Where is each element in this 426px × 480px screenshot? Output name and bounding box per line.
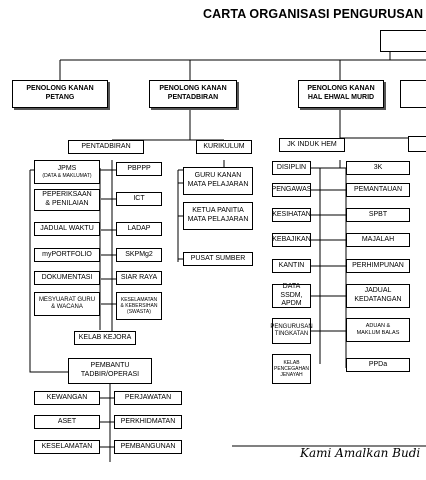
unit-jk-induk-hem-label: JK INDUK HEM — [287, 140, 337, 148]
pembantu-perkhidmatan-label: PERKHIDMATAN — [120, 417, 176, 425]
hem-spbt-label: SPBT — [368, 210, 388, 218]
item-pusat-sumber-label: PUSAT SUMBER — [190, 254, 246, 262]
top-right-partial — [400, 80, 426, 108]
item-jadual-waktu-label: JADUAL WAKTU — [40, 224, 94, 232]
hem-jadual-kedatangan: JADUAL KEDATANGAN — [346, 284, 410, 308]
item-dokumentasi-label: DOKUMENTASI — [41, 273, 93, 281]
hem-kantin: KANTIN — [272, 259, 311, 273]
hem-kantin-label: KANTIN — [278, 261, 305, 269]
item-siar-raya: SIAR RAYA — [116, 271, 162, 285]
hem-3k: 3K — [346, 161, 410, 175]
unit-kurikulum: KURIKULUM — [196, 140, 252, 154]
pembantu-pembangunan-label: PEMBANGUNAN — [120, 442, 176, 450]
item-skpmg2-label: SKPMg2 — [125, 250, 153, 258]
item-myportfolio: myPORTFOLIO — [34, 248, 100, 262]
hem-aduan-label: ADUAN & MAKLUM BALAS — [356, 323, 400, 336]
pembantu-aset-label: ASET — [57, 417, 77, 425]
head-hem: PENOLONG KANAN HAL EHWAL MURID — [298, 80, 384, 108]
item-pbppp-label: PBPPP — [127, 164, 151, 172]
hem-pengurusan-tingkatan-label: PENGURUSAN TINGKATAN — [270, 323, 313, 338]
hem-kebajikan-label: KEBAJIKAN — [272, 235, 311, 243]
head-petang-label: PENOLONG KANAN PETANG — [26, 85, 94, 101]
signature-text: Kami Amalkan Budi — [300, 446, 421, 460]
hem-ppda-label: PPDa — [368, 360, 388, 368]
item-dokumentasi: DOKUMENTASI — [34, 271, 100, 285]
hem-data-ssdm-label: DATA SSDM, APDM — [280, 282, 303, 308]
unit-jk-induk-hem: JK INDUK HEM — [279, 138, 345, 152]
hem-kesihatan: KESIHATAN — [272, 208, 311, 222]
hem-pengurusan-tingkatan: PENGURUSAN TINGKATAN — [270, 318, 313, 344]
hem-kelab-pencegahan-label: KELAB PENCEGAHAN JENAYAH — [274, 359, 310, 379]
hem-pemantauan: PEMANTAUAN — [346, 183, 410, 197]
item-ict: ICT — [116, 192, 162, 206]
item-guru-kanan: GURU KANAN MATA PELAJARAN — [183, 167, 253, 195]
item-jpms-sub: (DATA & MAKLUMAT) — [42, 173, 92, 180]
pembantu-kewangan: KEWANGAN — [34, 391, 100, 405]
item-keselamatan-swasta: KESELAMATAN & KEBERSIHAN (SWASTA) — [116, 292, 162, 320]
item-ladap-label: LADAP — [127, 224, 151, 232]
pembantu-perjawatan: PERJAWATAN — [114, 391, 182, 405]
hem-disiplin-label: DISIPLIN — [276, 163, 307, 171]
hem-ppda: PPDa — [346, 358, 410, 372]
item-jpms-label: JPMS — [57, 164, 77, 172]
pembantu-aset: ASET — [34, 415, 100, 429]
hem-3k-label: 3K — [373, 163, 383, 171]
pembantu-perkhidmatan: PERKHIDMATAN — [114, 415, 182, 429]
head-pentadbiran-label: PENOLONG KANAN PENTADBIRAN — [159, 85, 227, 101]
hem-disiplin: DISIPLIN — [272, 161, 311, 175]
item-mesyuarat: MESYUARAT GURU & WACANA — [34, 292, 100, 316]
hem-aduan: ADUAN & MAKLUM BALAS — [346, 318, 410, 342]
hem-pengawas-label: PENGAWAS — [271, 185, 312, 193]
head-petang: PENOLONG KANAN PETANG — [12, 80, 108, 108]
item-jpms: JPMS (DATA & MAKLUMAT) — [34, 160, 100, 184]
item-keselamatan-swasta-label: KESELAMATAN & KEBERSIHAN (SWASTA) — [120, 296, 158, 316]
item-kelab-kejora-label: KELAB KEJORA — [78, 333, 132, 341]
chart-title: CARTA ORGANISASI PENGURUSAN DA — [203, 7, 426, 21]
hem-perhimpunan-label: PERHIMPUNAN — [352, 261, 404, 269]
pembantu-kewangan-label: KEWANGAN — [46, 393, 88, 401]
head-hem-label: PENOLONG KANAN HAL EHWAL MURID — [307, 85, 375, 101]
hem-perhimpunan: PERHIMPUNAN — [346, 259, 410, 273]
pembantu-title-label: PEMBANTU TADBIR/OPERASI — [80, 362, 140, 378]
item-ketua-panitia-label: KETUA PANITIA MATA PELAJARAN — [187, 207, 249, 223]
item-pbppp: PBPPP — [116, 162, 162, 176]
top-box: P — [380, 30, 426, 52]
pembantu-perjawatan-label: PERJAWATAN — [124, 393, 172, 401]
head-right-partial — [408, 136, 426, 152]
hem-spbt: SPBT — [346, 208, 410, 222]
hem-data-ssdm: DATA SSDM, APDM — [272, 282, 311, 308]
pembantu-keselamatan: KESELAMATAN — [34, 440, 100, 454]
hem-majalah: MAJALAH — [346, 233, 410, 247]
item-skpmg2: SKPMg2 — [116, 248, 162, 262]
pembantu-title: PEMBANTU TADBIR/OPERASI — [68, 358, 152, 384]
item-myportfolio-label: myPORTFOLIO — [42, 250, 92, 258]
head-pentadbiran: PENOLONG KANAN PENTADBIRAN — [149, 80, 237, 108]
item-pusat-sumber: PUSAT SUMBER — [183, 252, 253, 266]
item-guru-kanan-label: GURU KANAN MATA PELAJARAN — [187, 172, 249, 188]
item-jadual-waktu: JADUAL WAKTU — [34, 222, 100, 236]
hem-pengawas: PENGAWAS — [272, 183, 311, 197]
item-kelab-kejora: KELAB KEJORA — [74, 331, 136, 345]
pembantu-pembangunan: PEMBANGUNAN — [114, 440, 182, 454]
item-peperiksaan: PEPERIKSAAN & PENILAIAN — [34, 189, 100, 211]
unit-kurikulum-label: KURIKULUM — [203, 142, 245, 150]
item-ladap: LADAP — [116, 222, 162, 236]
item-siar-raya-label: SIAR RAYA — [120, 273, 158, 281]
item-mesyuarat-label: MESYUARAT GURU & WACANA — [38, 296, 96, 311]
hem-pemantauan-label: PEMANTAUAN — [353, 185, 403, 193]
item-ketua-panitia: KETUA PANITIA MATA PELAJARAN — [183, 202, 253, 230]
hem-jadual-kedatangan-label: JADUAL KEDATANGAN — [354, 287, 402, 303]
item-peperiksaan-label: PEPERIKSAAN & PENILAIAN — [42, 191, 92, 207]
hem-kebajikan: KEBAJIKAN — [272, 233, 311, 247]
unit-pentadbiran-label: PENTADBIRAN — [81, 142, 131, 150]
pembantu-keselamatan-label: KESELAMATAN — [41, 442, 93, 450]
hem-kesihatan-label: KESIHATAN — [272, 210, 311, 218]
unit-pentadbiran: PENTADBIRAN — [68, 140, 144, 154]
hem-majalah-label: MAJALAH — [361, 235, 395, 243]
hem-kelab-pencegahan: KELAB PENCEGAHAN JENAYAH — [272, 354, 311, 384]
item-ict-label: ICT — [133, 194, 145, 202]
